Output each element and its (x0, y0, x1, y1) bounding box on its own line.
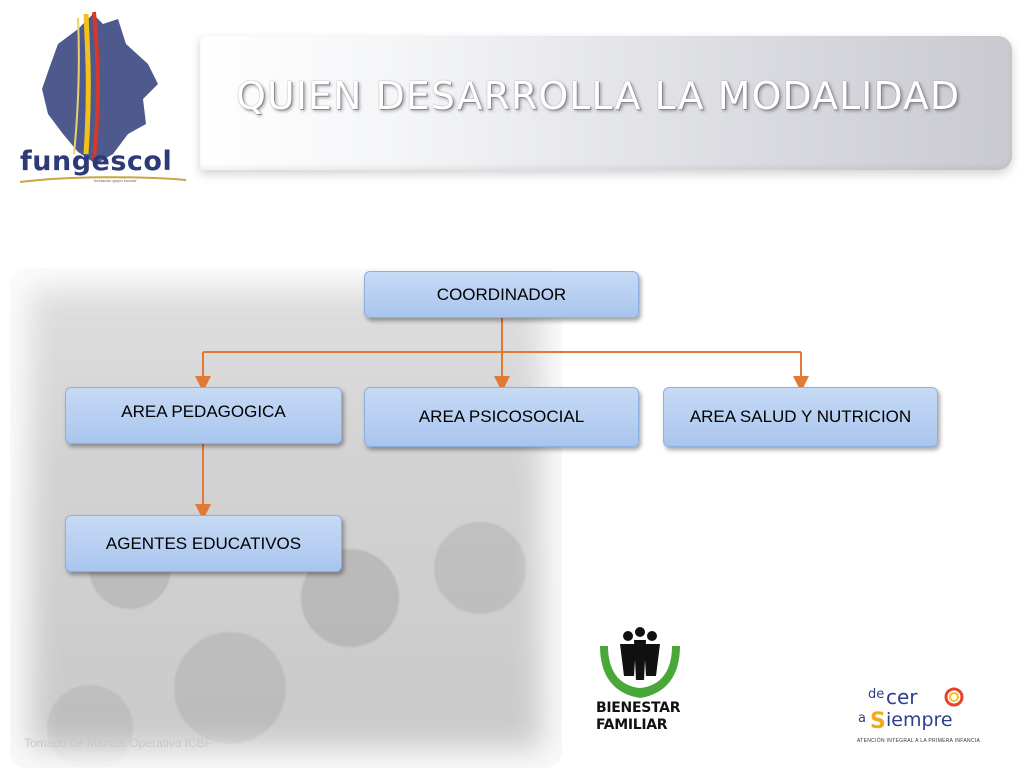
fungescol-wordmark: fungescol (20, 146, 173, 177)
svg-text:cer: cer (886, 685, 918, 709)
icbf-wordmark-line2: FAMILIAR (596, 717, 668, 733)
dcas-tagline: ATENCIÓN INTEGRAL A LA PRIMERA INFANCIA (857, 738, 981, 744)
slide-title: QUIEN DESARROLLA LA MODALIDAD (236, 74, 961, 118)
photo-credit: Tomado de Manual Operativo ICBF (24, 736, 213, 750)
de-cero-a-siempre-logo: de cer a S iempre (858, 685, 964, 734)
area-pedagogica-box: AREA PEDAGOGICA (65, 387, 342, 444)
svg-text:a: a (858, 711, 866, 726)
colombia-map-icon (19, 11, 187, 183)
fungescol-logo (8, 4, 194, 190)
icbf-wordmark-line1: BIENESTAR (596, 700, 681, 716)
agentes-educativos-box: AGENTES EDUCATIVOS (65, 515, 342, 572)
svg-text:iempre: iempre (886, 709, 953, 731)
area-psicosocial-box: AREA PSICOSOCIAL (364, 387, 639, 447)
svg-text:S: S (870, 709, 886, 734)
coordinador-box: COORDINADOR (364, 271, 639, 318)
title-banner (200, 36, 1012, 170)
fungescol-tagline: fundación grupo escolar (94, 178, 137, 183)
bienestar-familiar-logo-icon (600, 627, 680, 698)
svg-text:de: de (868, 687, 884, 702)
area-salud-nutricion-box: AREA SALUD Y NUTRICION (663, 387, 938, 447)
